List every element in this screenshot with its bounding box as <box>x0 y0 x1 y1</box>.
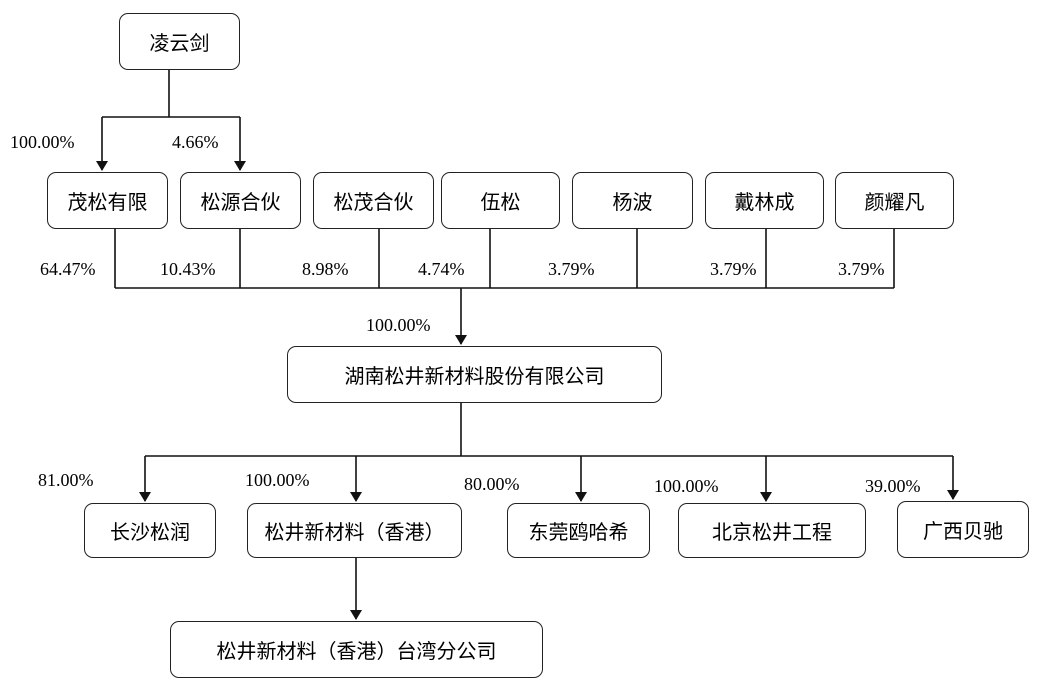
pct-dongguan: 80.00% <box>464 474 520 494</box>
node-wusong: 伍松 <box>441 172 560 229</box>
node-dai-lincheng: 戴林成 <box>705 172 824 229</box>
node-guangxi: 广西贝驰 <box>897 501 1029 558</box>
node-company: 湖南松井新材料股份有限公司 <box>287 346 662 403</box>
pct-ling-to-songyuan: 4.66% <box>172 132 219 152</box>
pct-guangxi: 39.00% <box>865 476 921 496</box>
node-ling-yunjian: 凌云剑 <box>119 13 240 70</box>
pct-songyuan: 10.43% <box>160 259 216 279</box>
pct-maosong: 64.47% <box>40 259 96 279</box>
node-yangbo: 杨波 <box>572 172 693 229</box>
node-beijing: 北京松井工程 <box>678 503 866 558</box>
pct-yan-yaofan: 3.79% <box>838 259 885 279</box>
node-changsha: 长沙松润 <box>84 503 216 558</box>
pct-ling-to-maosong: 100.00% <box>10 132 75 152</box>
node-yan-yaofan: 颜耀凡 <box>835 172 954 229</box>
node-maosong: 茂松有限 <box>47 172 168 229</box>
node-songyuan: 松源合伙 <box>180 172 301 229</box>
pct-songmao: 8.98% <box>302 259 349 279</box>
pct-beijing: 100.00% <box>654 476 719 496</box>
node-dongguan: 东莞鸥哈希 <box>507 503 650 558</box>
pct-changsha: 81.00% <box>38 470 94 490</box>
pct-dai-lincheng: 3.79% <box>710 259 757 279</box>
pct-yangbo: 3.79% <box>548 259 595 279</box>
node-taiwan: 松井新材料（香港）台湾分公司 <box>170 621 543 678</box>
pct-hongkong: 100.00% <box>245 470 310 490</box>
pct-wusong: 4.74% <box>418 259 465 279</box>
pct-to-company: 100.00% <box>366 315 431 335</box>
node-songmao: 松茂合伙 <box>313 172 434 229</box>
node-hongkong: 松井新材料（香港） <box>247 503 462 558</box>
